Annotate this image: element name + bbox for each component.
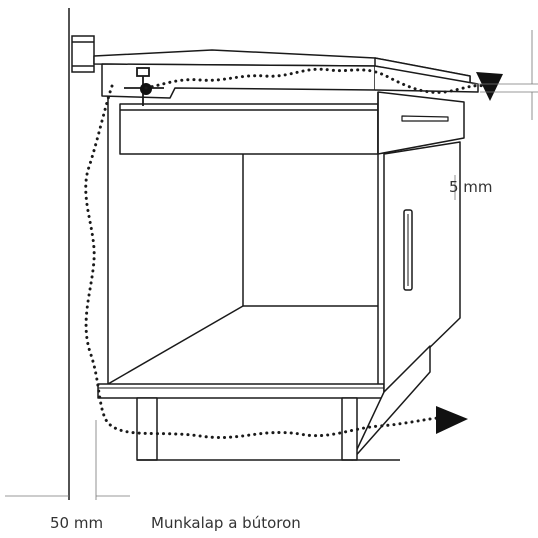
diagram-caption: Munkalap a bútoron	[151, 514, 301, 532]
arrow-head-icon	[476, 72, 503, 101]
wall-bracket	[71, 35, 95, 73]
drawer-panel	[119, 91, 465, 155]
airflow-path	[84, 84, 440, 440]
dimension-50mm	[95, 420, 130, 500]
arrow-head-icon	[436, 406, 468, 434]
dimension-5mm	[454, 30, 538, 200]
cabinet-door	[383, 141, 461, 393]
wall	[5, 8, 70, 500]
hob-body	[101, 63, 479, 99]
gap-top-label: 5 mm	[449, 178, 493, 196]
plinth-legs	[136, 345, 431, 461]
airflow-path-top	[144, 67, 486, 94]
gap-side-label: 50 mm	[50, 514, 104, 532]
